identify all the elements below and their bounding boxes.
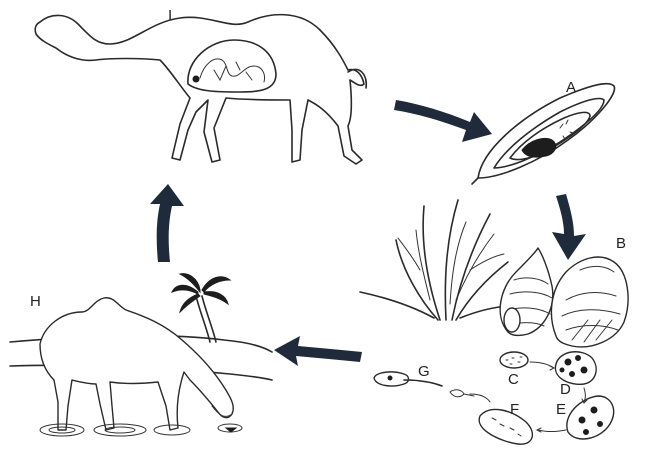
camel-host-i: I [35,7,366,164]
snail-shell-small [500,248,553,335]
arrow-i-to-a [394,100,492,142]
label-c: C [508,371,519,388]
label-i: I [168,7,172,24]
stage-a-organism: A [472,79,614,184]
camel-drinking-h: H [10,274,272,436]
palm-tree [172,274,230,342]
water-plant [360,200,514,320]
arrow-g-to-h [274,336,362,366]
snail-shell-large [551,257,628,347]
stage-d-cell: D [555,352,596,398]
label-e: E [556,401,566,418]
label-f: F [510,401,519,418]
label-g: G [418,363,430,380]
stage-b-snails-plant: B [360,200,628,347]
label-a: A [566,79,576,96]
arrow-h-to-i [150,184,184,262]
arrow-a-to-b [552,194,586,260]
label-d: D [560,381,571,398]
parasite-dot [193,76,199,82]
label-h: H [30,293,41,310]
stage-f-redia: F [479,401,532,444]
stage-g-cercaria: G [374,363,474,397]
stage-c-egg: C [500,352,528,388]
label-b: B [616,235,626,252]
water-ripples [40,424,242,436]
